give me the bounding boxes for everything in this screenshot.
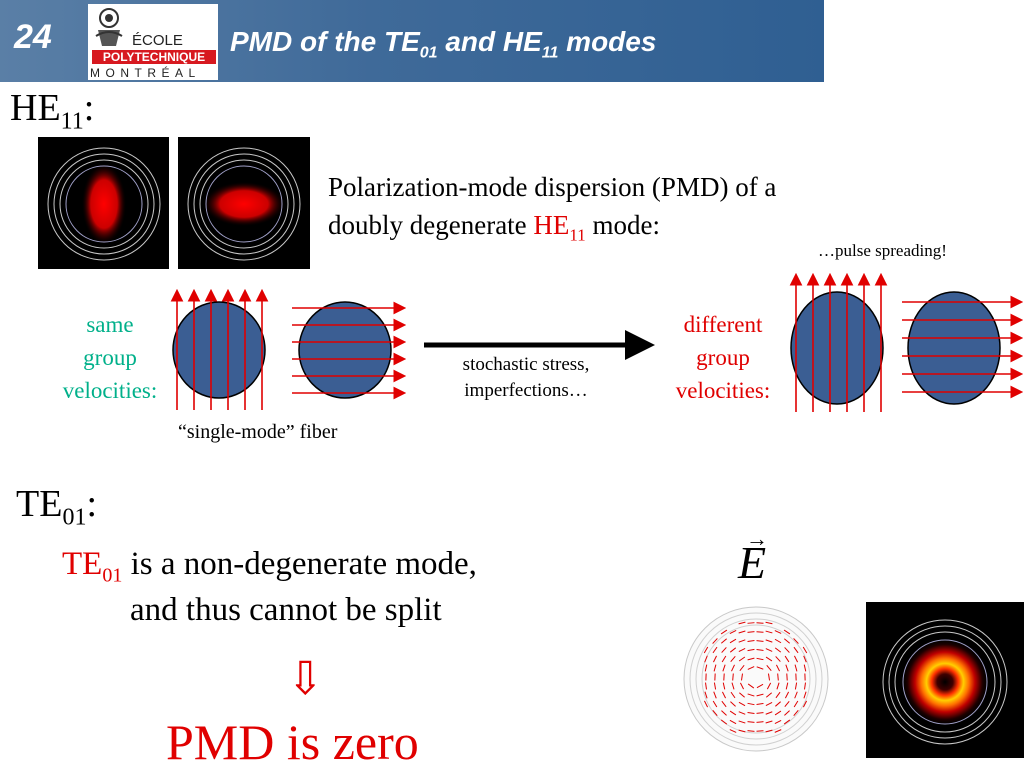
fiber-different-horizontal xyxy=(902,292,1020,404)
field-vector xyxy=(778,674,779,681)
electric-field-symbol: E xyxy=(738,536,766,589)
fiber-different-vertical xyxy=(791,276,883,412)
field-vector xyxy=(733,674,734,681)
field-vector xyxy=(757,722,764,723)
field-vector xyxy=(757,632,764,633)
te01-intensity-image xyxy=(866,602,1024,758)
stress-caption: stochastic stress, imperfections… xyxy=(428,352,624,404)
fiber-same-vertical xyxy=(173,292,265,410)
fiber-same-horizontal xyxy=(292,302,403,398)
te01-statement-line2: and thus cannot be split xyxy=(130,592,442,629)
field-vector xyxy=(748,731,755,732)
field-vector xyxy=(757,731,764,732)
single-mode-fiber-caption: “single-mode” fiber xyxy=(178,421,337,444)
te01-field-vector-plot xyxy=(678,604,834,754)
pmd-zero-conclusion: PMD is zero xyxy=(166,712,419,772)
te01-heading: TE01: xyxy=(16,482,97,532)
field-vector xyxy=(748,623,755,624)
down-arrow-icon: ⇩ xyxy=(286,654,325,704)
te01-statement-line1: TE01 is a non-degenerate mode, xyxy=(62,546,477,588)
